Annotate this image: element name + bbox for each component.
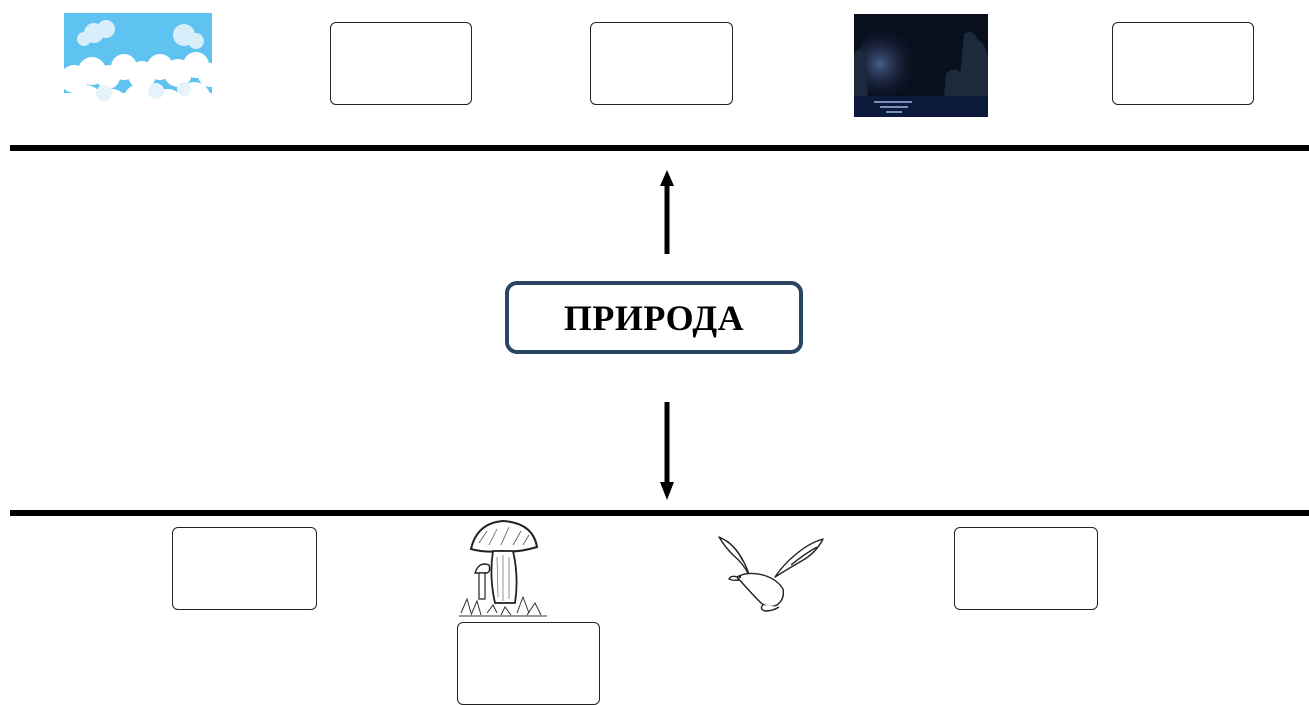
mushroom-picture [457, 517, 550, 620]
answer-box-bottom-4[interactable] [954, 527, 1098, 610]
bottom-divider-line [10, 510, 1309, 516]
answer-box-top-3[interactable] [590, 22, 733, 105]
answer-box-bottom-5[interactable] [457, 622, 600, 705]
answer-box-top-2[interactable] [330, 22, 472, 105]
answer-box-top-5[interactable] [1112, 22, 1254, 105]
center-label: ПРИРОДА [563, 297, 745, 338]
up-arrow-icon [655, 170, 679, 258]
down-arrow-icon [655, 400, 679, 502]
sky-clouds-picture [64, 13, 212, 117]
center-concept-box: ПРИРОДА [505, 281, 803, 354]
answer-box-bottom-1[interactable] [172, 527, 317, 610]
top-divider-line [10, 145, 1309, 151]
moon-night-picture [854, 14, 988, 117]
dove-picture [713, 533, 827, 612]
